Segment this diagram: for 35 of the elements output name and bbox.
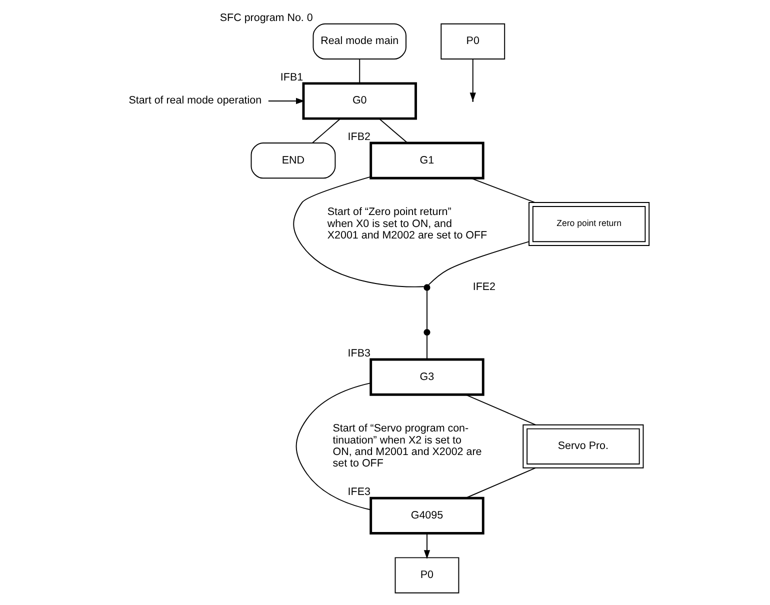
node-text: Start of real mode operation <box>128 94 262 107</box>
node-label: IFE3 <box>348 486 370 498</box>
node-label: SFC program No. 0 <box>220 12 313 24</box>
node-box: END <box>250 142 336 179</box>
node-box: P0 <box>394 557 460 594</box>
node-box: Servo Pro. <box>522 424 644 468</box>
connector <box>426 290 428 330</box>
label: IFE2 <box>472 281 496 294</box>
connector <box>312 118 341 144</box>
node-label: IFB1 <box>280 71 304 84</box>
node-box: G3 <box>370 358 484 396</box>
node-box: G0 <box>302 82 417 120</box>
connector <box>470 178 536 203</box>
connector <box>465 467 536 499</box>
node-box: G4095 <box>370 496 484 534</box>
node-label: IFB2 <box>348 130 370 143</box>
label: Start of “Zero point return” when X0 is set to ON, and X2001 and M2002 are set to OFF <box>327 206 488 242</box>
arrow <box>268 98 305 104</box>
connector <box>293 176 424 288</box>
node-circle <box>424 328 430 336</box>
node-box: P0 <box>440 23 506 60</box>
node-box: Real mode main <box>312 23 406 60</box>
connector <box>359 58 360 84</box>
node-box: Zero point return <box>528 202 650 246</box>
connector <box>428 241 530 286</box>
label: Start of “Servo program con- tinuation” when X2 is set to ON, and M2001 and X2002 are set to OFF <box>332 422 482 470</box>
connector <box>296 382 372 510</box>
arrow <box>424 532 430 559</box>
connector <box>465 394 536 426</box>
node-label: IFB3 <box>348 347 370 360</box>
connector <box>378 118 408 144</box>
node-circle <box>424 284 430 291</box>
arrow <box>470 58 476 102</box>
connector <box>426 334 428 360</box>
node-box: G1 <box>370 142 484 180</box>
